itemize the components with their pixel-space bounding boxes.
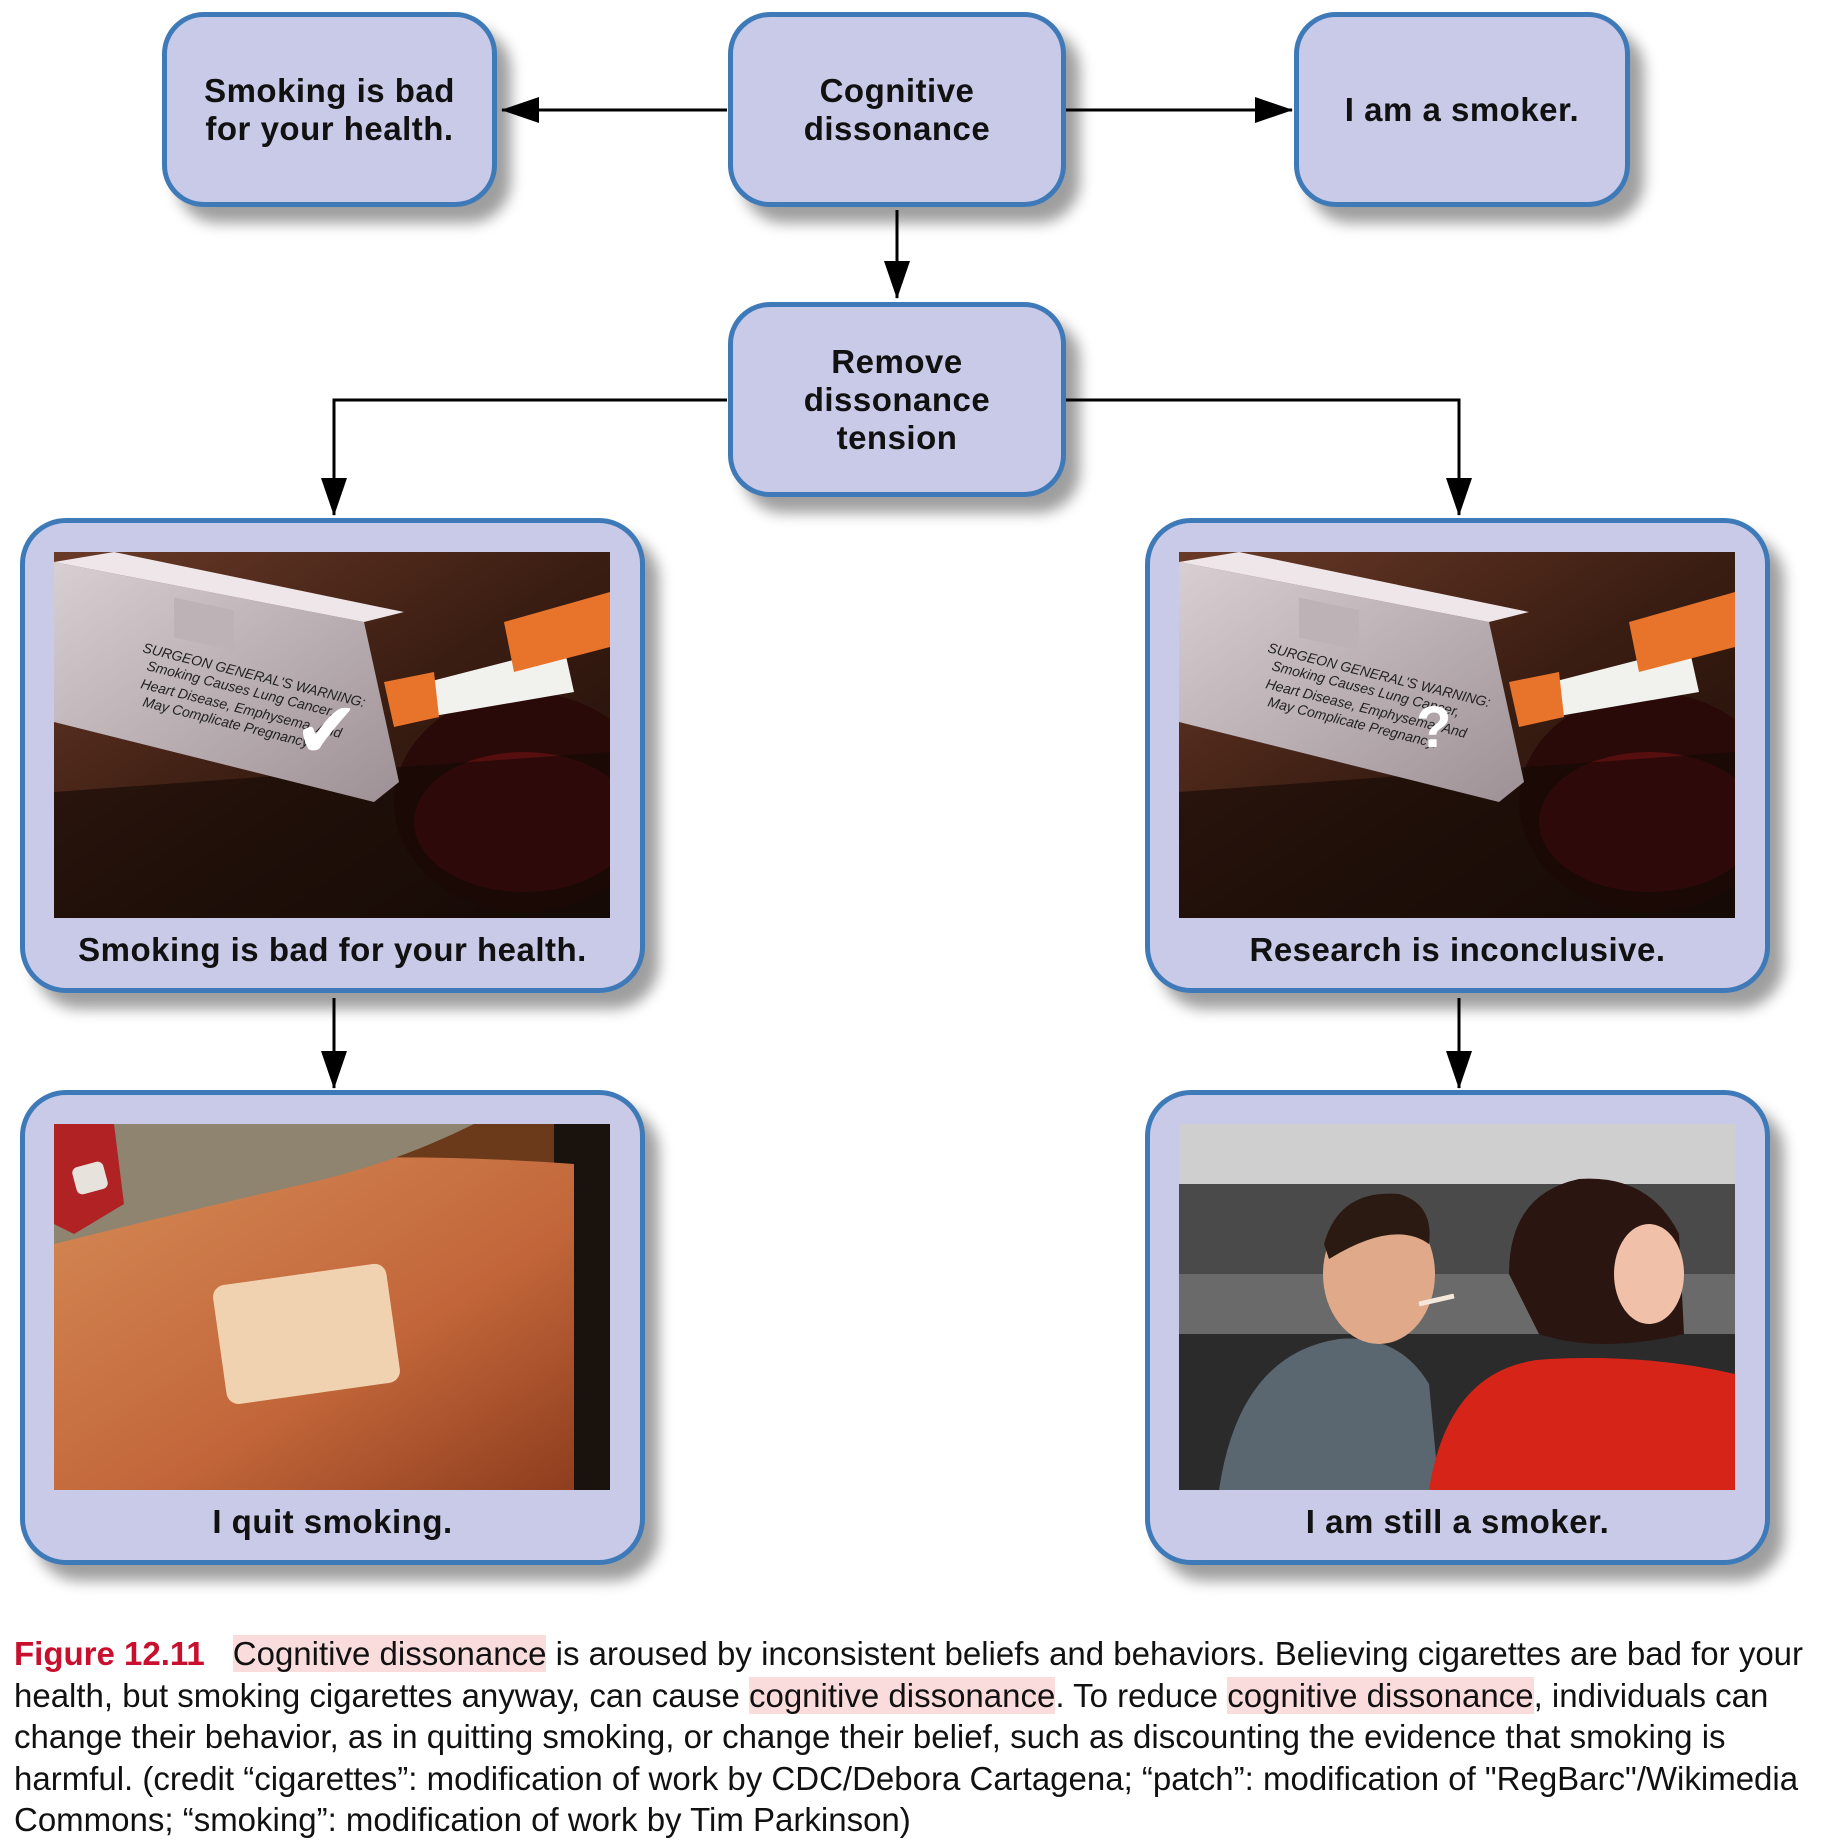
- node-belief-health-label: Smoking is bad for your health.: [25, 931, 640, 969]
- node-smoking-bad-label: Smoking is bad for your health.: [197, 72, 462, 148]
- figure-label: Figure 12.11: [14, 1635, 205, 1672]
- node-quit-smoking-label: I quit smoking.: [25, 1503, 640, 1541]
- cigarettes-photo-question: SURGEON GENERAL'S WARNING: Smoking Cause…: [1179, 552, 1735, 918]
- node-remove-tension-label: Remove dissonance tension: [783, 343, 1011, 457]
- node-still-smoker-label: I am still a smoker.: [1150, 1503, 1765, 1541]
- cigarettes-photo: SURGEON GENERAL'S WARNING: Smoking Cause…: [54, 552, 610, 918]
- nicotine-patch-photo: [54, 1124, 610, 1490]
- node-belief-health: SURGEON GENERAL'S WARNING: Smoking Cause…: [20, 518, 645, 993]
- node-remove-tension: Remove dissonance tension: [728, 302, 1066, 497]
- node-research-inconclusive: SURGEON GENERAL'S WARNING: Smoking Cause…: [1145, 518, 1770, 993]
- check-mark: ✔: [294, 686, 359, 776]
- highlight-term: Cognitive dissonance: [233, 1635, 547, 1672]
- arrow-to-mid-left: [334, 400, 727, 515]
- node-smoking-bad: Smoking is bad for your health.: [162, 12, 497, 207]
- node-cognitive-dissonance: Cognitive dissonance: [728, 12, 1066, 207]
- node-still-smoker: I am still a smoker.: [1145, 1090, 1770, 1565]
- node-research-inconclusive-label: Research is inconclusive.: [1150, 931, 1765, 969]
- smokers-photo: [1179, 1124, 1735, 1490]
- node-cognitive-dissonance-label: Cognitive dissonance: [773, 72, 1021, 148]
- highlight-term: cognitive dissonance: [749, 1677, 1055, 1714]
- node-i-am-smoker: I am a smoker.: [1294, 12, 1630, 207]
- node-quit-smoking: I quit smoking.: [20, 1090, 645, 1565]
- arrow-to-mid-right: [1066, 400, 1459, 515]
- highlight-term: cognitive dissonance: [1227, 1677, 1533, 1714]
- caption-text: . To reduce: [1055, 1677, 1227, 1714]
- question-mark: ?: [1416, 695, 1451, 760]
- node-i-am-smoker-label: I am a smoker.: [1345, 91, 1579, 129]
